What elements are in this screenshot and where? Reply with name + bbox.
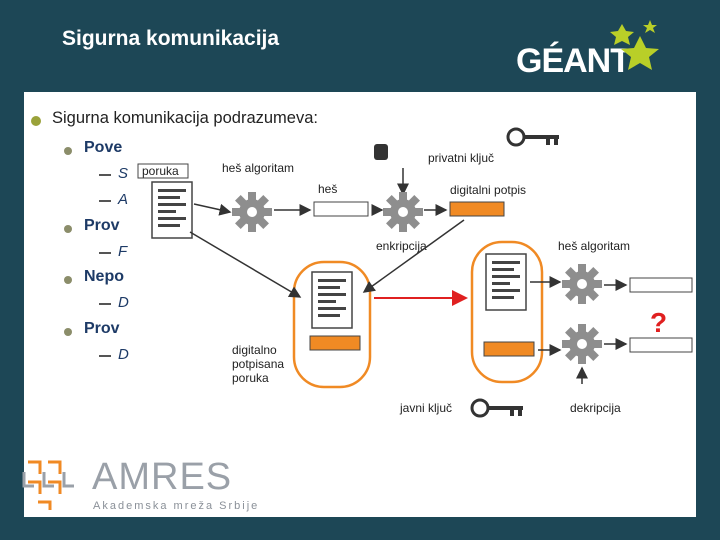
lock-icon xyxy=(374,144,388,160)
label-decryption: dekripcija xyxy=(570,401,621,415)
bullet-dot xyxy=(31,116,41,126)
bullet-l3: D xyxy=(118,346,129,363)
page-title: Sigurna komunikacija xyxy=(62,27,280,50)
footer-tagline: connect • communicate • collaborate xyxy=(518,490,656,500)
bullet-l3: A xyxy=(118,191,129,208)
dash xyxy=(99,200,111,202)
bullet-l3: F xyxy=(118,243,128,260)
bullet-dot xyxy=(64,328,72,336)
dash xyxy=(99,252,111,254)
bullet-l3: D xyxy=(118,294,129,311)
label-hash: heš xyxy=(318,182,337,196)
gear-icon xyxy=(562,324,602,364)
bullet-main: Sigurna komunikacija podrazumeva: xyxy=(52,109,318,127)
message-document: poruka xyxy=(137,163,193,239)
label-signed-line-3: poruka xyxy=(232,371,269,385)
bullet-list: Sigurna komunikacija podrazumeva: Pove S… xyxy=(24,92,696,392)
label-private-key: privatni ključ xyxy=(428,151,494,165)
header-bar: Sigurna komunikacija GÉANT xyxy=(0,0,720,92)
label-digital-signature: digitalni potpis xyxy=(450,183,526,197)
compare-question: ? xyxy=(650,307,667,338)
dash xyxy=(99,174,111,176)
bullet-l3: S xyxy=(118,165,129,182)
signed-message-group xyxy=(292,260,372,389)
geant-logo: GÉANT xyxy=(510,14,670,84)
bullet-l2-4: Prov xyxy=(84,320,120,337)
label-hash-alg-2: heš algoritam xyxy=(558,239,630,253)
decrypted-hash-box xyxy=(629,337,693,353)
geant-logo-text: GÉANT xyxy=(516,42,631,80)
signature-diagram: poruka heš algoritam heš privatni ključ … xyxy=(137,127,693,418)
geant-star-icon xyxy=(610,20,659,70)
label-hash-alg-1: heš algoritam xyxy=(222,161,294,175)
bullet-dot xyxy=(64,276,72,284)
amres-logo-icon xyxy=(22,460,74,510)
label-signed-line-2: potpisana xyxy=(232,357,284,371)
signature-box xyxy=(449,201,505,217)
dash xyxy=(99,355,111,357)
key-icon xyxy=(470,398,525,418)
hash-box xyxy=(313,201,369,217)
hash-box-2 xyxy=(629,277,693,293)
label-poruka: poruka xyxy=(142,164,179,178)
gear-icon xyxy=(383,192,423,232)
label-public-key: javni ključ xyxy=(399,401,452,415)
label-signed-line-1: digitalno xyxy=(232,343,277,357)
gear-icon xyxy=(562,264,602,304)
bullet-dot xyxy=(64,225,72,233)
dash xyxy=(99,303,111,305)
amres-wordmark: AMRES xyxy=(92,456,233,498)
content-area: Sigurna komunikacija podrazumeva: Pove S… xyxy=(24,92,696,517)
bullet-l2-3: Nepo xyxy=(84,268,124,285)
bullet-l2-1: Pove xyxy=(84,139,123,156)
amres-subtitle: Akademska mreža Srbije xyxy=(93,500,260,512)
bullet-l2-2: Prov xyxy=(84,217,120,234)
gear-icon xyxy=(232,192,272,232)
key-icon xyxy=(506,127,561,147)
label-encryption: enkripcija xyxy=(376,239,427,253)
received-message-group xyxy=(470,240,544,384)
bullet-dot xyxy=(64,147,72,155)
